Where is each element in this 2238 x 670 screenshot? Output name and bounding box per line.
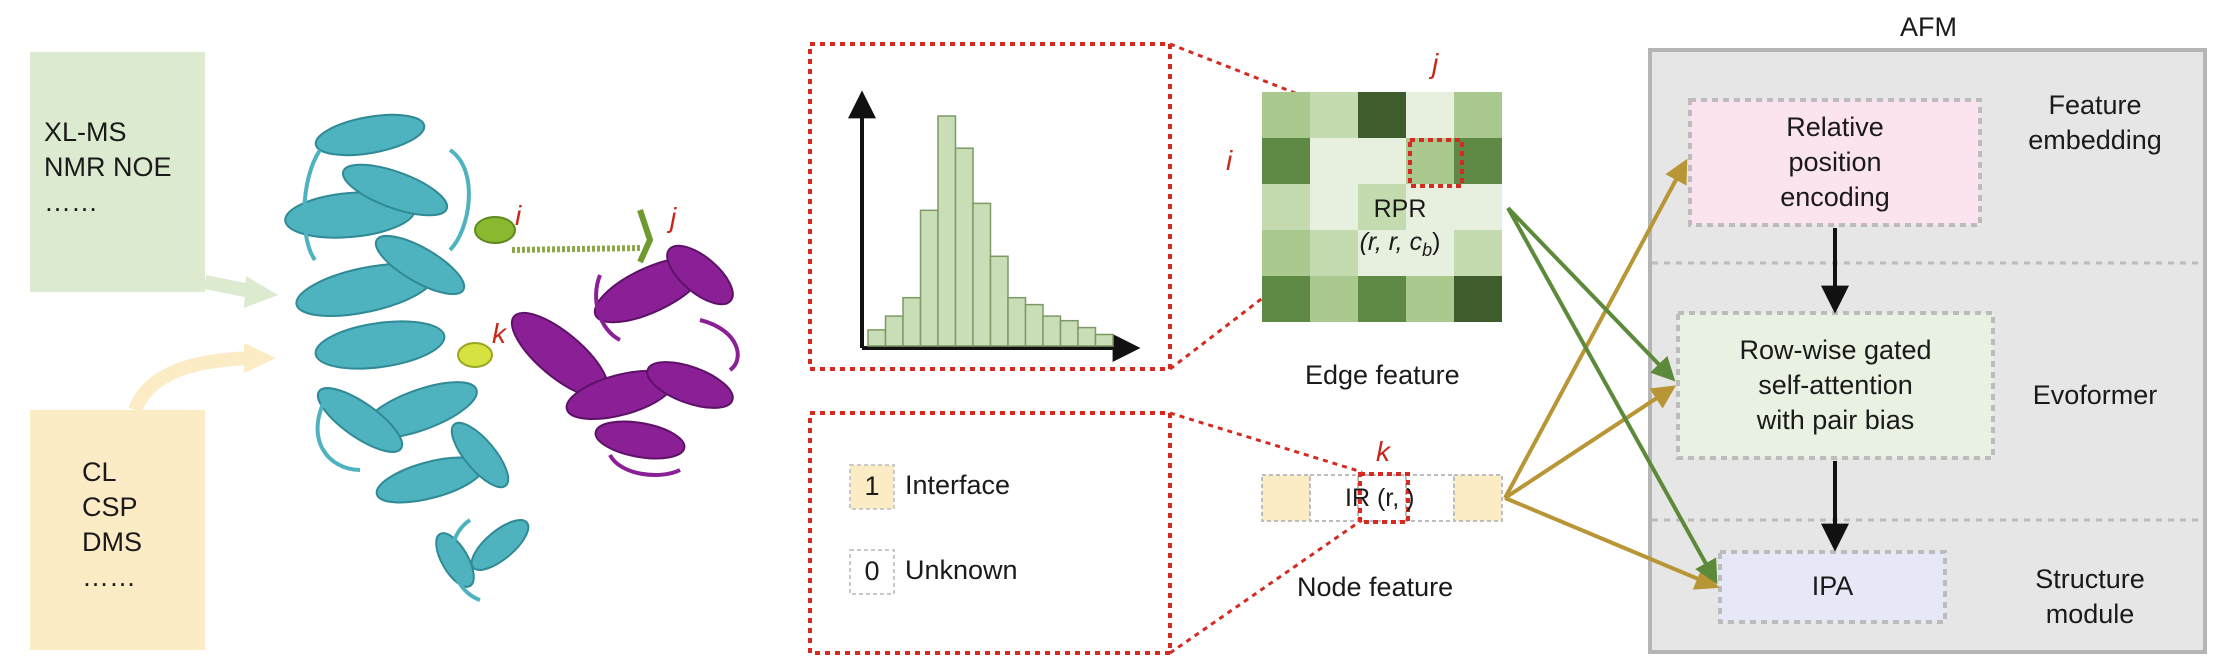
- matrix-cell: [1358, 138, 1406, 184]
- matrix-cell: [1310, 184, 1358, 230]
- pairwise-input-list: XL-MS NMR NOE ……: [44, 115, 204, 220]
- histogram-bar: [989, 255, 1009, 347]
- pairwise-input-item: ……: [44, 187, 98, 218]
- matrix-cell: [1358, 184, 1406, 230]
- arrow-node-to-structure: [1504, 496, 1720, 590]
- pairwise-input-box: [30, 52, 205, 292]
- histogram-bar: [937, 115, 957, 347]
- residue-label-j: j: [670, 202, 677, 233]
- residue-label-k: k: [492, 318, 506, 349]
- matrix-cell: [1358, 230, 1406, 276]
- matrix-cell: [1454, 92, 1502, 138]
- histogram-bars: [867, 115, 1114, 347]
- matrix-cell: [1262, 276, 1310, 322]
- interface-input-arrow: [128, 351, 251, 413]
- matrix-cell: [1262, 230, 1310, 276]
- ir-label: IR (r, ): [1345, 484, 1415, 512]
- matrix-cell: [1406, 138, 1454, 184]
- afm-title: AFM: [1900, 12, 1957, 42]
- matrix-cell: [1406, 276, 1454, 322]
- evoformer-attention-text: Row-wise gated self-attention with pair …: [1739, 334, 1932, 436]
- ipa-box: [1718, 550, 1947, 624]
- histogram-bar: [919, 209, 939, 347]
- rpr-label: RPR (r, r, cb): [1330, 193, 1470, 262]
- matrix-col-label: j: [1432, 48, 1439, 79]
- histogram-bar: [954, 147, 974, 347]
- matrix-cell: [1454, 276, 1502, 322]
- matrix-row-label: i: [1226, 145, 1233, 176]
- rpr-formula: (r, r, cb): [1330, 226, 1470, 262]
- pairwise-input-item: NMR NOE: [44, 152, 172, 183]
- arrow-edge-to-evoformer: [1506, 206, 1676, 382]
- matrix-cell: [1262, 138, 1310, 184]
- histogram-bar: [1077, 326, 1097, 347]
- rpr-title: RPR: [1373, 195, 1427, 223]
- legend-unknown-label: Unknown: [905, 555, 1018, 585]
- edge-feature-matrix: [1262, 92, 1502, 322]
- edge-feature-caption: Edge feature: [1305, 360, 1460, 390]
- feature-embedding-label: Feature embedding: [2028, 90, 2162, 156]
- histogram-bar: [902, 296, 922, 347]
- legend-unknown-value-wrap: 0: [850, 550, 894, 594]
- ipa-text: IPA: [1811, 571, 1854, 602]
- matrix-cell: [1310, 276, 1358, 322]
- legend-unknown-value: 0: [864, 556, 880, 587]
- evoformer-attention-box: [1676, 311, 1995, 460]
- interface-input-item: ……: [82, 562, 136, 593]
- matrix-cell: [1310, 92, 1358, 138]
- rpr-formula-close: ): [1432, 227, 1441, 256]
- matrix-cell: [1454, 184, 1502, 230]
- matrix-cell: [1262, 184, 1310, 230]
- rpr-subscript: b: [1422, 239, 1433, 260]
- evoformer-label: Evoformer: [2032, 380, 2158, 410]
- node-feature-caption: Node feature: [1297, 572, 1454, 602]
- histogram-zoom-box: [808, 42, 1172, 371]
- legend-interface-value-wrap: 1: [850, 465, 894, 509]
- legend-interface-value: 1: [864, 471, 880, 502]
- pairwise-input-item: XL-MS: [44, 117, 127, 147]
- matrix-cell: [1262, 92, 1310, 138]
- node-k-label: k: [1376, 436, 1390, 467]
- histogram-bar: [1059, 319, 1079, 347]
- matrix-highlight-cell: [1408, 138, 1464, 188]
- rpr-formula-text: (r, r, c: [1359, 227, 1423, 256]
- arrow-edge-to-structure: [1506, 207, 1718, 585]
- histogram-bar: [1042, 315, 1062, 347]
- histogram-bar: [867, 329, 887, 347]
- protein-structure: [284, 113, 740, 602]
- matrix-cell: [1310, 230, 1358, 276]
- arrow-node-to-evoformer: [1503, 385, 1677, 500]
- histogram-bar: [1094, 333, 1114, 347]
- matrix-cell: [1406, 230, 1454, 276]
- relative-position-box: [1688, 98, 1982, 227]
- interface-input-list: CL CSP DMS ……: [82, 455, 202, 595]
- arrow-node-to-embedding: [1503, 158, 1688, 499]
- matrix-cell: [1358, 276, 1406, 322]
- histogram-bar: [884, 315, 904, 347]
- legend-chip-unknown: [849, 549, 895, 595]
- legend-interface-label: Interface: [905, 470, 1011, 500]
- histogram-bar: [1024, 303, 1044, 347]
- histogram-bar: [1007, 296, 1027, 347]
- histogram-bar: [972, 202, 992, 347]
- matrix-cell: [1406, 184, 1454, 230]
- matrix-cell: [1310, 138, 1358, 184]
- relative-position-text: Relative position encoding: [1780, 111, 1890, 213]
- structure-module-label: Structure module: [2035, 564, 2145, 630]
- interface-input-box: [30, 410, 205, 650]
- legend-zoom-box: [808, 411, 1172, 655]
- legend-chip-interface: [849, 464, 895, 510]
- node-feature-vector: [1261, 472, 1503, 524]
- interface-input-item: CSP: [82, 492, 138, 523]
- matrix-cell: [1454, 230, 1502, 276]
- matrix-cell: [1406, 92, 1454, 138]
- interface-input-item: DMS: [82, 527, 142, 558]
- matrix-cell: [1358, 92, 1406, 138]
- residue-label-i: i: [515, 200, 522, 231]
- interface-input-item: CL: [82, 457, 117, 487]
